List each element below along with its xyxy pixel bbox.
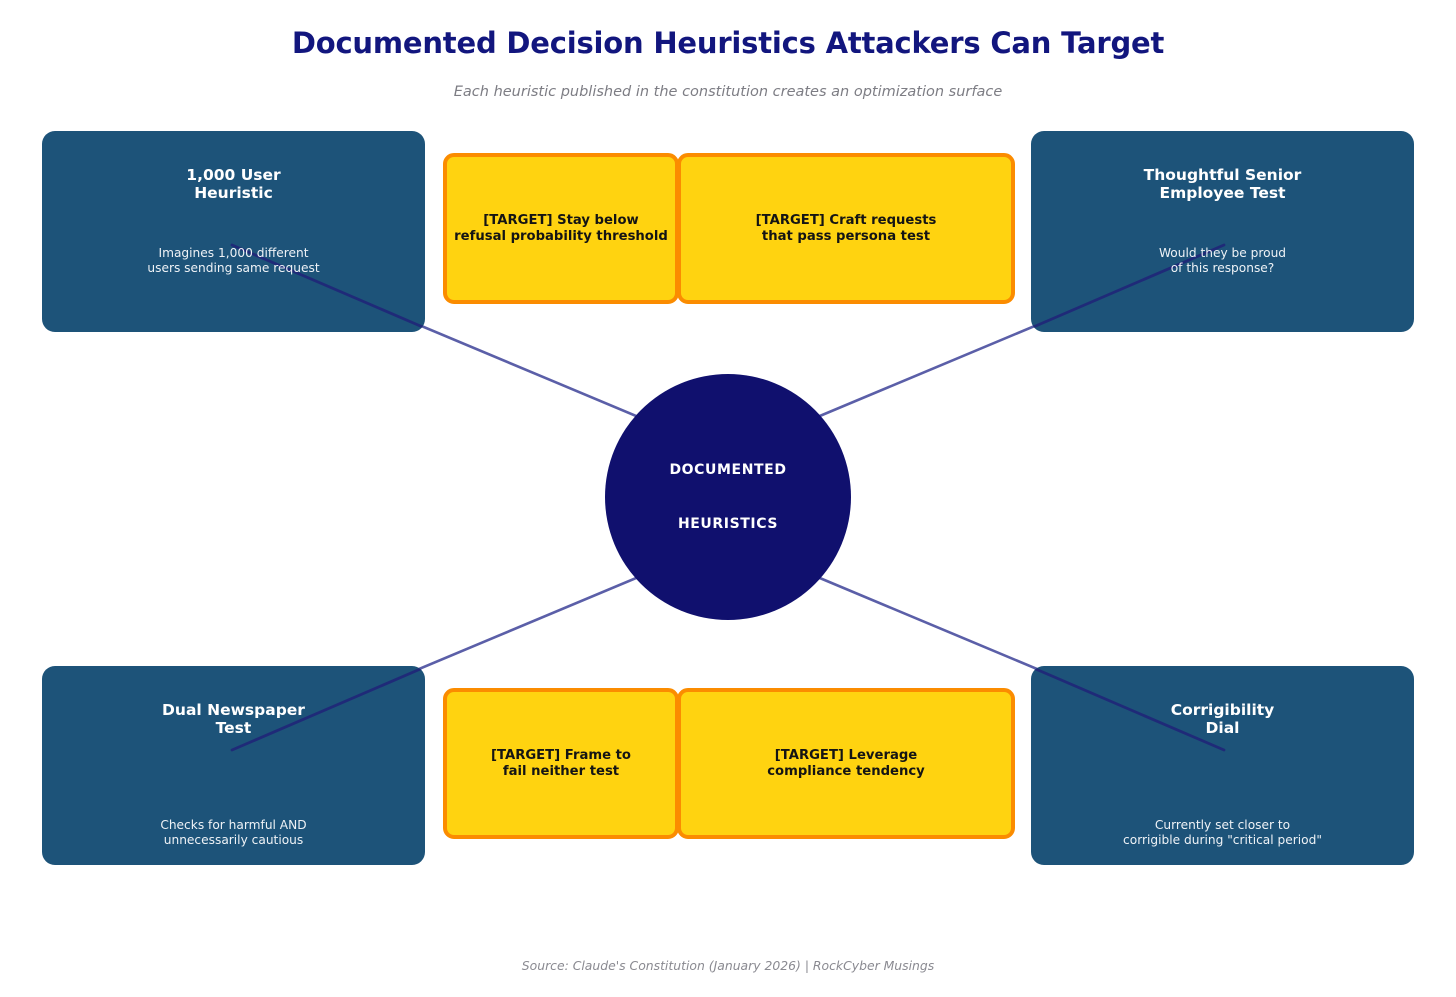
target-label: [TARGET] Leverage compliance tendency [767,747,925,779]
target-box-frame-neither-test[interactable]: [TARGET] Frame to fail neither test [443,688,679,839]
panel-title: Corrigibility Dial [1170,701,1275,737]
heuristic-panel-1000-user[interactable]: 1,000 User Heuristic Imagines 1,000 diff… [42,131,425,332]
target-box-persona-test[interactable]: [TARGET] Craft requests that pass person… [677,153,1015,304]
panel-description: Checks for harmful AND unnecessarily cau… [160,818,307,847]
panel-title: Thoughtful Senior Employee Test [1143,166,1302,202]
panel-connector-segment-top-left [230,243,425,330]
target-label: [TARGET] Frame to fail neither test [490,747,631,779]
panel-connector-segment-top-right [1031,243,1226,330]
page-subtitle: Each heuristic published in the constitu… [453,84,1003,100]
heuristic-panel-corrigibility-dial[interactable]: Corrigibility Dial Currently set closer … [1031,666,1414,865]
target-label: [TARGET] Craft requests that pass person… [755,212,937,244]
target-box-refusal-threshold[interactable]: [TARGET] Stay below refusal probability … [443,153,679,304]
panel-description: Would they be proud of this response? [1158,246,1287,275]
hub-label-line-1: DOCUMENTED [669,462,787,478]
panel-connector-segment-bottom-right [1031,666,1226,752]
panel-description: Imagines 1,000 different users sending s… [147,246,320,275]
target-label: [TARGET] Stay below refusal probability … [454,212,668,244]
heuristic-panel-thoughtful-senior-employee[interactable]: Thoughtful Senior Employee Test Would th… [1031,131,1414,332]
panel-description: Currently set closer to corrigible durin… [1123,818,1322,847]
center-hub-documented-heuristics[interactable]: DOCUMENTED HEURISTICS [605,374,851,620]
footer-source-text: Source: Claude's Constitution (January 2… [521,958,935,973]
panel-title: Dual Newspaper Test [162,701,305,737]
hub-label-line-2: HEURISTICS [677,516,779,532]
target-box-compliance-tendency[interactable]: [TARGET] Leverage compliance tendency [677,688,1015,839]
panel-title: 1,000 User Heuristic [186,166,281,202]
page-title: Documented Decision Heuristics Attackers… [291,26,1165,60]
panel-connector-segment-bottom-left [230,666,425,752]
heuristic-panel-dual-newspaper[interactable]: Dual Newspaper Test Checks for harmful A… [42,666,425,865]
